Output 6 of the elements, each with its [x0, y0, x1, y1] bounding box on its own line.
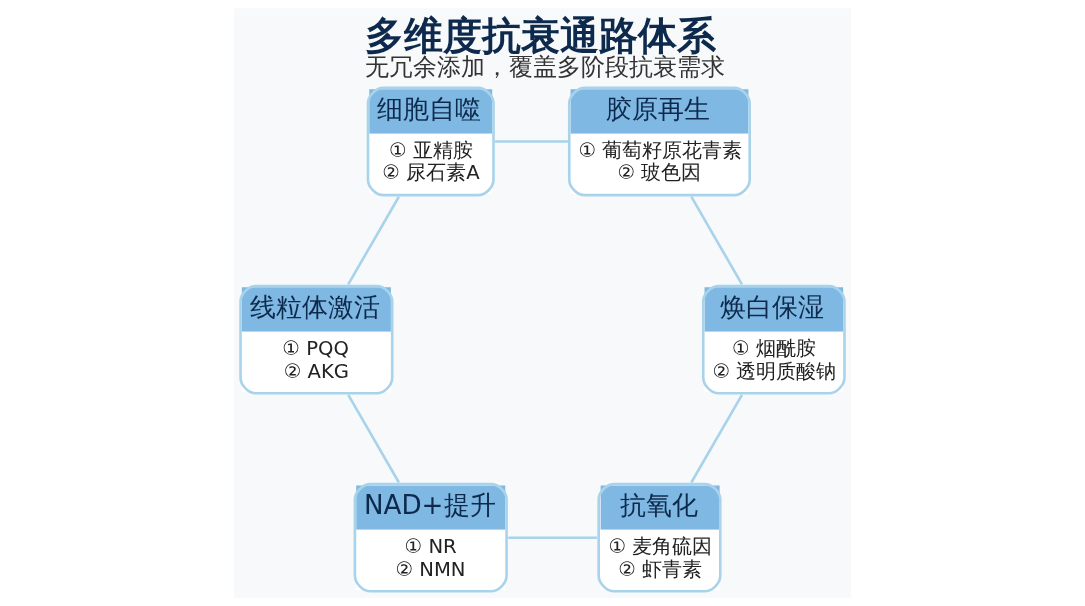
connector [508, 536, 597, 539]
connector [347, 394, 401, 484]
connector [495, 140, 568, 143]
connector [690, 196, 744, 286]
connector [690, 394, 744, 484]
connector [347, 196, 400, 286]
